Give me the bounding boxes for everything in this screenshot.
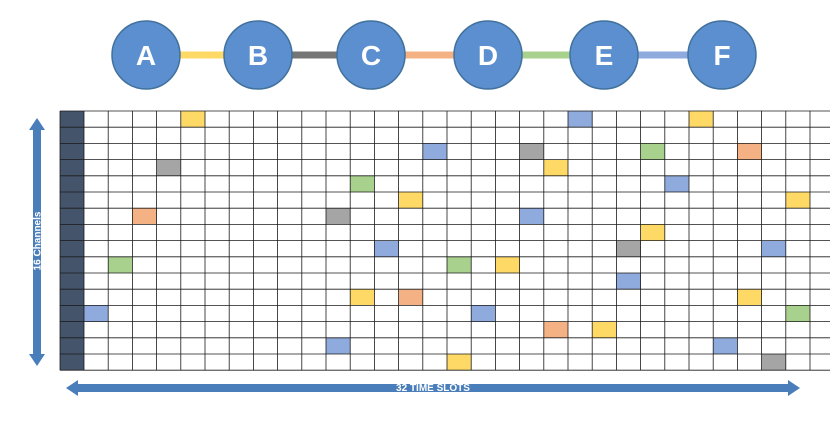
- node-label: A: [136, 40, 156, 71]
- time-slots-arrow: [66, 380, 800, 396]
- node-label: F: [713, 40, 730, 71]
- node-d: D: [453, 20, 523, 90]
- assigned-cell: [664, 175, 689, 192]
- nodes: A B C D E F: [111, 20, 757, 90]
- node-a: A: [111, 20, 181, 90]
- assigned-cell: [616, 240, 641, 257]
- node-label: C: [361, 40, 381, 71]
- assigned-cell: [156, 159, 181, 176]
- node-c: C: [336, 20, 406, 90]
- assigned-cell: [350, 289, 375, 306]
- assigned-cell: [785, 192, 810, 209]
- assigned-cell: [447, 354, 472, 371]
- assigned-cell: [374, 240, 399, 257]
- node-f: F: [687, 20, 757, 90]
- assigned-cell: [713, 337, 738, 354]
- assigned-cell: [640, 224, 665, 241]
- assigned-cell: [761, 354, 786, 371]
- node-e: E: [569, 20, 639, 90]
- node-circle: [336, 20, 406, 90]
- assigned-cell: [132, 208, 157, 225]
- assigned-cell: [180, 111, 205, 128]
- node-circle: [111, 20, 181, 90]
- assigned-cell: [398, 289, 423, 306]
- assigned-cell: [84, 305, 109, 322]
- assigned-cell: [543, 159, 568, 176]
- assigned-cell: [519, 208, 544, 225]
- assigned-cell: [568, 111, 593, 128]
- assigned-cell: [398, 192, 423, 209]
- assigned-cell: [737, 143, 762, 160]
- assigned-cell: [640, 143, 665, 160]
- assigned-cell: [519, 143, 544, 160]
- assigned-cell: [543, 321, 568, 338]
- channels-axis: 16 Channels: [29, 118, 45, 366]
- node-circle: [687, 20, 757, 90]
- assigned-cell: [495, 256, 520, 273]
- node-circle: [453, 20, 523, 90]
- node-label: E: [595, 40, 614, 71]
- channels-arrow: [29, 118, 45, 366]
- node-label: B: [248, 40, 268, 71]
- assigned-cell: [326, 208, 351, 225]
- assigned-cell: [350, 175, 375, 192]
- assigned-cell: [326, 337, 351, 354]
- node-circle: [569, 20, 639, 90]
- assigned-cell: [689, 111, 714, 128]
- assigned-cell: [785, 305, 810, 322]
- assigned-cell: [108, 256, 133, 273]
- node-label: D: [478, 40, 498, 71]
- assigned-cell: [592, 321, 617, 338]
- node-circle: [223, 20, 293, 90]
- channels-axis-label: 16 Channels: [33, 211, 44, 270]
- assigned-cell: [422, 143, 447, 160]
- assigned-cell: [447, 256, 472, 273]
- assigned-cell: [616, 273, 641, 290]
- assigned-cell: [761, 240, 786, 257]
- node-b: B: [223, 20, 293, 90]
- arrow-shape: [66, 380, 800, 396]
- time-slots-axis: 32 TIME SLOTS: [66, 380, 800, 396]
- assigned-cell: [471, 305, 496, 322]
- assigned-cell: [737, 289, 762, 306]
- time-slots-axis-label: 32 TIME SLOTS: [396, 383, 470, 394]
- arrow-shape: [29, 118, 45, 366]
- channel-slot-grid: [59, 110, 830, 371]
